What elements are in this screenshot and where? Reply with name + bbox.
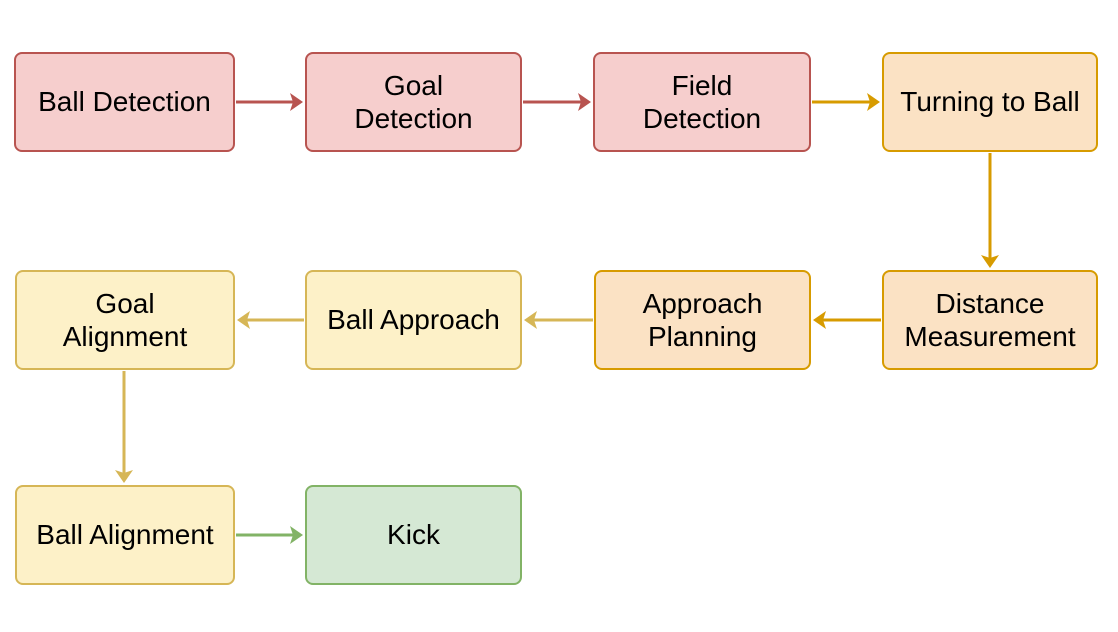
node-label-field-detection: Field Detection [642,69,762,134]
edge-e-goal-detection-to-field-detection [523,93,591,111]
node-distance-measurement[interactable]: Distance Measurement [882,270,1098,370]
node-turning-to-ball[interactable]: Turning to Ball [882,52,1098,152]
edge-e-ball-alignment-to-kick [236,526,303,544]
node-label-ball-alignment: Ball Alignment [36,519,214,551]
edge-e-turning-to-ball-to-distance-measurement [981,153,999,268]
node-label-kick: Kick [387,519,440,551]
edge-e-field-detection-to-turning-to-ball [812,93,880,111]
node-ball-alignment[interactable]: Ball Alignment [15,485,235,585]
node-approach-planning[interactable]: Approach Planning [594,270,811,370]
node-label-goal-alignment: Goal Alignment [62,287,188,352]
node-label-turning-to-ball: Turning to Ball [900,86,1080,118]
edge-e-approach-planning-to-ball-approach [524,311,593,329]
node-ball-detection[interactable]: Ball Detection [14,52,235,152]
node-goal-alignment[interactable]: Goal Alignment [15,270,235,370]
edge-e-distance-measurement-to-approach-planning [813,311,881,329]
node-label-ball-approach: Ball Approach [327,304,500,336]
node-label-approach-planning: Approach Planning [642,287,763,352]
edge-e-ball-detection-to-goal-detection [236,93,303,111]
node-label-goal-detection: Goal Detection [354,69,473,134]
node-ball-approach[interactable]: Ball Approach [305,270,522,370]
node-field-detection[interactable]: Field Detection [593,52,811,152]
node-label-ball-detection: Ball Detection [38,86,211,118]
edge-e-ball-approach-to-goal-alignment [237,311,304,329]
node-goal-detection[interactable]: Goal Detection [305,52,522,152]
edge-e-goal-alignment-to-ball-alignment [115,371,133,483]
node-kick[interactable]: Kick [305,485,522,585]
node-label-distance-measurement: Distance Measurement [904,287,1076,352]
